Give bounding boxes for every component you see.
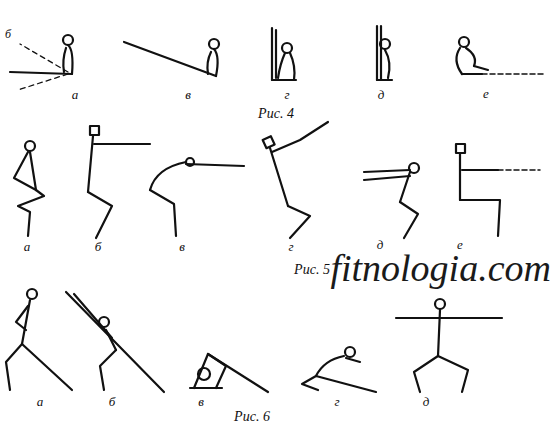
part-letter: а — [37, 395, 44, 408]
figure-5e — [456, 144, 540, 236]
figure-6b — [66, 292, 164, 392]
figure-5g — [263, 122, 328, 238]
figure-4d — [377, 26, 392, 80]
part-letter: в — [185, 88, 191, 101]
figure-4g — [272, 28, 296, 80]
figure-6d — [396, 299, 502, 392]
figure-5d — [364, 163, 419, 238]
figure-caption: Рис. 5 — [294, 263, 330, 277]
part-letter: в — [179, 240, 185, 253]
figure-caption: Рис. 6 — [234, 410, 270, 424]
figure-6g — [302, 347, 376, 392]
part-letter: б — [5, 28, 11, 40]
part-letter: б — [109, 395, 116, 408]
part-letter: а — [72, 88, 79, 101]
figure-6v — [190, 354, 268, 392]
figure-5b — [88, 126, 150, 238]
part-letter: в — [198, 395, 204, 408]
figure-5a — [14, 141, 44, 236]
watermark: fitnologia.com — [330, 249, 551, 287]
part-letter: б — [95, 240, 102, 253]
figure-5v — [150, 158, 244, 236]
part-letter: г — [288, 240, 293, 253]
figure-caption: Рис. 4 — [258, 107, 294, 121]
part-letter: г — [334, 395, 339, 408]
part-letter: д — [423, 395, 430, 408]
figure-4a — [10, 35, 73, 90]
part-letter: а — [24, 240, 31, 253]
part-letter: е — [483, 87, 489, 100]
part-letter: г — [284, 88, 289, 101]
figure-4v — [124, 39, 219, 76]
figure-4e — [456, 37, 545, 74]
part-letter: д — [378, 88, 385, 101]
figure-6a — [6, 289, 72, 390]
